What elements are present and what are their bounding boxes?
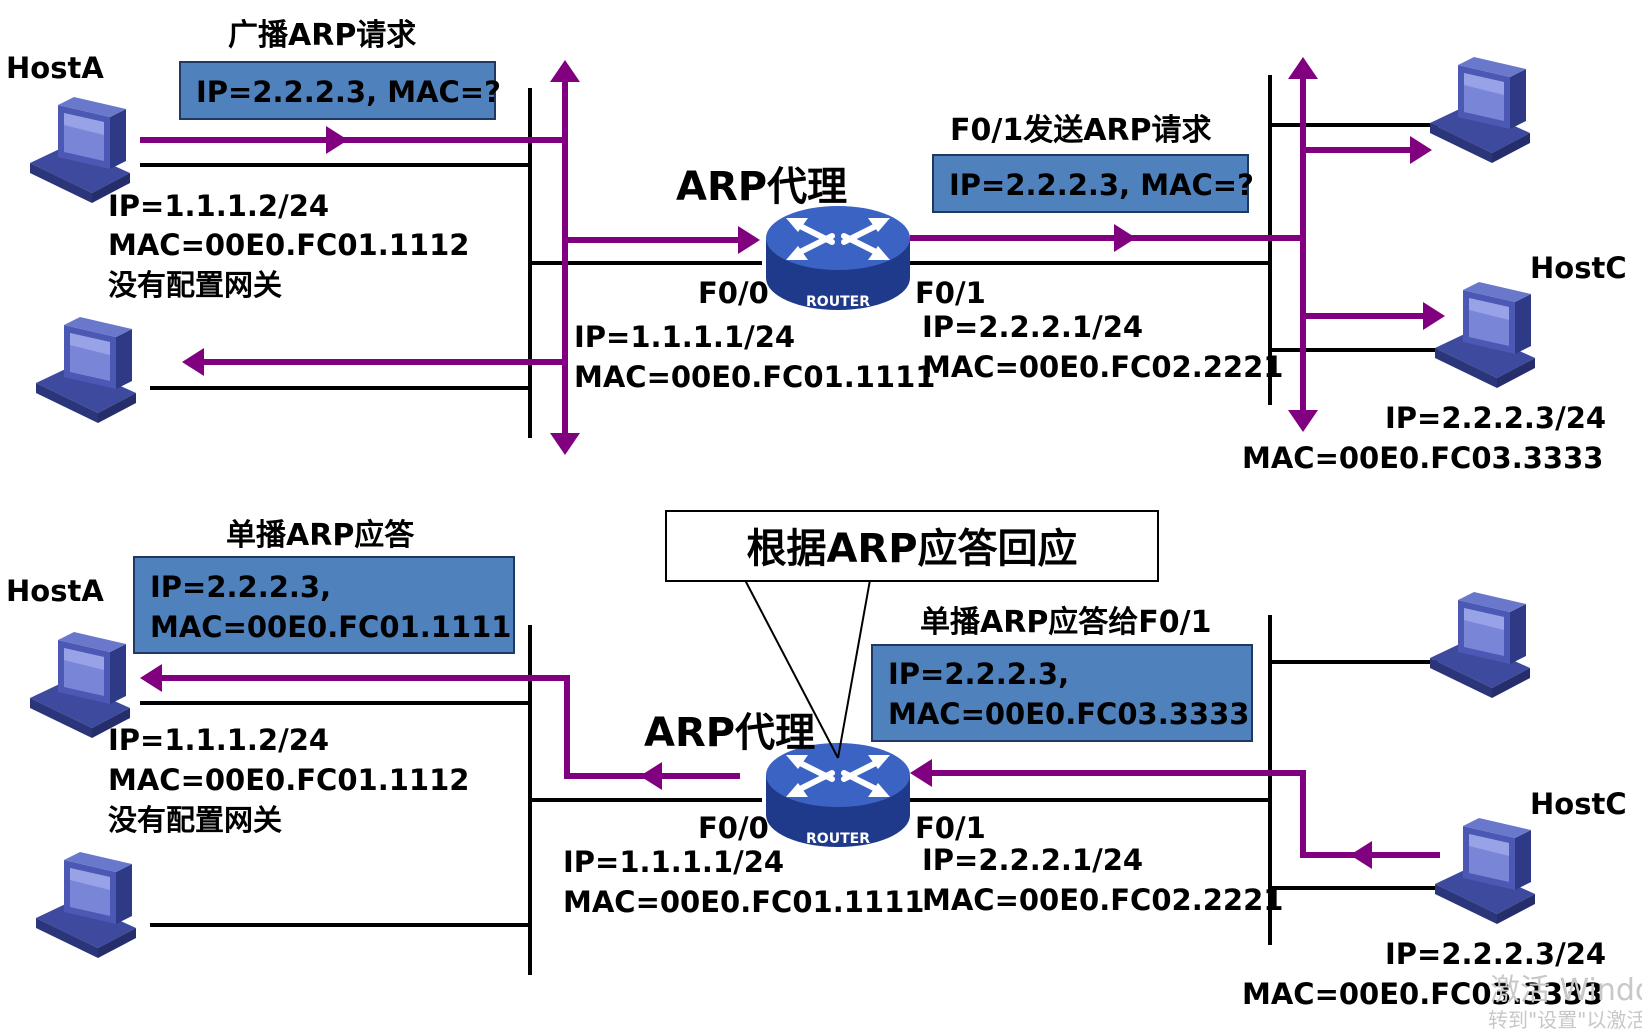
reply-box-line1: IP=2.2.2.3, [150, 570, 331, 604]
arrowhead-right [738, 226, 760, 254]
hostA-note: 没有配置网关 [108, 803, 282, 837]
hostA-label: HostA [6, 51, 104, 85]
f00-label: F0/0 [698, 811, 769, 845]
request-box [179, 61, 496, 120]
f01-mac: MAC=00E0.FC02.2221 [922, 883, 1283, 917]
bottom-panel: ROUTER 根据ARP应答回应 IP=2.2.2.3, MAC=00E0.FC… [6, 510, 1627, 1011]
hostA-label: HostA [6, 574, 104, 608]
f00-mac: MAC=00E0.FC01.1111 [563, 885, 924, 919]
arrowhead-left [910, 759, 932, 787]
f01-caption: F0/1发送ARP请求 [950, 113, 1212, 148]
top-arrowheads [182, 57, 1445, 455]
router-text: ROUTER [806, 831, 870, 847]
f01-request-box-text: IP=2.2.2.3, MAC=? [949, 168, 1254, 202]
arrowhead-up [1288, 57, 1318, 79]
watermark-line2: 转到"设置"以激活 [1488, 1008, 1642, 1030]
activation-watermark: 激活 Windows 转到"设置"以激活 [1488, 973, 1642, 1030]
router-icon: ROUTER [766, 743, 910, 847]
pc-icon [36, 852, 136, 958]
f00-label: F0/0 [698, 276, 769, 310]
hostC-ip: IP=2.2.2.3/24 [1385, 937, 1606, 971]
f00-ip: IP=1.1.1.1/24 [563, 845, 784, 879]
f01-caption: 单播ARP应答给F0/1 [920, 605, 1212, 640]
f01-label: F0/1 [915, 276, 986, 310]
reply-box [133, 556, 515, 654]
arrowhead-up [550, 60, 580, 82]
arrowhead-left [640, 762, 662, 790]
hostC-pc-icon [1435, 818, 1535, 924]
hostC-mac: MAC=00E0.FC03.3333 [1242, 977, 1603, 1011]
hostC-mac: MAC=00E0.FC03.3333 [1242, 441, 1603, 475]
arrowhead-right [1410, 136, 1432, 164]
broadcast-caption: 广播ARP请求 [228, 18, 416, 53]
callout-box [665, 510, 1159, 582]
callout-text: 根据ARP应答回应 [746, 526, 1077, 572]
hostA-ip: IP=1.1.1.2/24 [108, 189, 329, 223]
proxy-label: ARP代理 [676, 164, 847, 210]
request-box-text: IP=2.2.2.3, MAC=? [196, 75, 501, 109]
f00-ip: IP=1.1.1.1/24 [574, 320, 795, 354]
hostA-note: 没有配置网关 [108, 268, 282, 302]
arrowhead-down [550, 433, 580, 455]
arrowhead-left [1350, 841, 1372, 869]
f01-mac: MAC=00E0.FC02.2221 [922, 350, 1283, 384]
top-panel: ROUTER IP=2.2.2.3, MAC=? IP=2.2.2.3, MAC… [6, 18, 1627, 475]
f01-ip: IP=2.2.2.1/24 [922, 310, 1143, 344]
hostA-pc-icon [30, 97, 130, 203]
unicast-caption: 单播ARP应答 [226, 518, 415, 553]
arrowhead-right [1423, 302, 1445, 330]
watermark-line1: 激活 Windows [1490, 973, 1642, 1008]
pc-icon [1430, 592, 1530, 698]
arrowhead-right [326, 126, 348, 154]
router-icon: ROUTER [766, 206, 910, 310]
callout: 根据ARP应答回应 [665, 510, 1159, 759]
hostC-label: HostC [1530, 787, 1627, 821]
proxy-label: ARP代理 [644, 710, 815, 756]
f01-reply-line1: IP=2.2.2.3, [888, 657, 1069, 691]
hostC-pc-icon [1435, 282, 1535, 388]
hostA-ip: IP=1.1.1.2/24 [108, 723, 329, 757]
f01-label: F0/1 [915, 811, 986, 845]
bottom-network-lines [140, 615, 1438, 975]
arrowhead-right [1114, 224, 1136, 252]
pc-icon [1430, 57, 1530, 163]
hostC-label: HostC [1530, 251, 1627, 285]
arrowhead-down [1288, 410, 1318, 432]
hostC-ip: IP=2.2.2.3/24 [1385, 401, 1606, 435]
reply-box-line2: MAC=00E0.FC01.1111 [150, 610, 511, 644]
hostA-mac: MAC=00E0.FC01.1112 [108, 228, 469, 262]
f01-reply-line2: MAC=00E0.FC03.3333 [888, 697, 1249, 731]
f01-request-box [932, 154, 1249, 213]
hostA-mac: MAC=00E0.FC01.1112 [108, 763, 469, 797]
router-text: ROUTER [806, 294, 870, 310]
f00-mac: MAC=00E0.FC01.1111 [574, 360, 935, 394]
bottom-arrowheads [140, 664, 1372, 869]
pc-icon [36, 317, 136, 423]
f01-ip: IP=2.2.2.1/24 [922, 843, 1143, 877]
f01-reply-box [871, 644, 1253, 742]
top-arrow-paths [140, 72, 1425, 440]
arrowhead-left [182, 348, 204, 376]
arrowhead-left [140, 664, 162, 692]
